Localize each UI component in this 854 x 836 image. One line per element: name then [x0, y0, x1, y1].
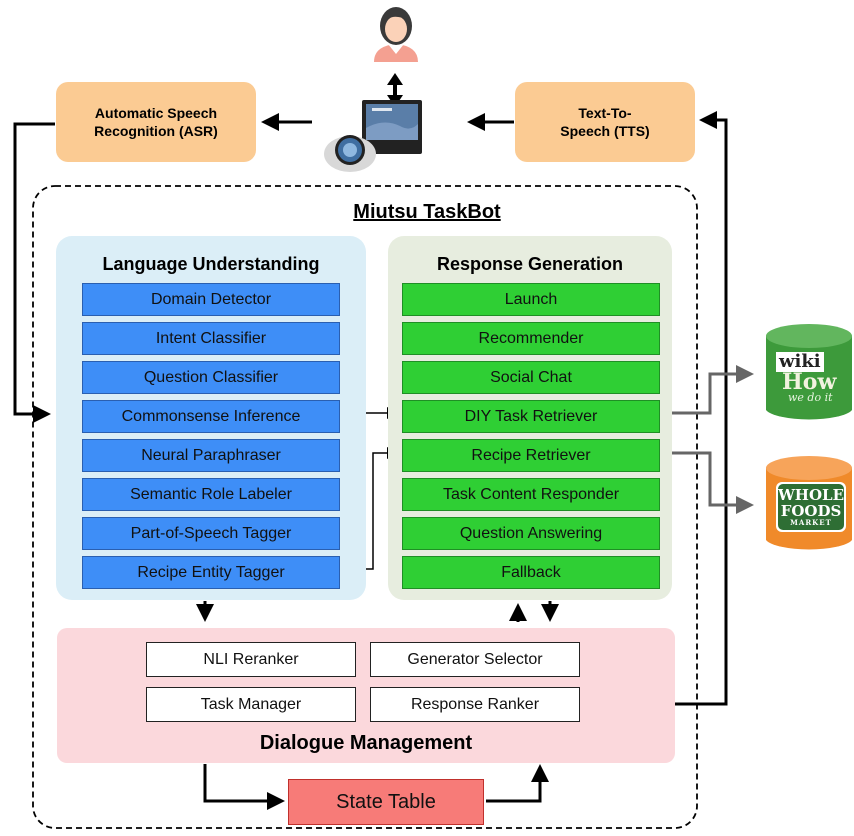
lu-module-box: Neural Paraphraser [82, 439, 340, 472]
rg-module-box: Task Content Responder [402, 478, 660, 511]
wholefoods-arrow [651, 444, 754, 514]
rg-module-box: Fallback [402, 556, 660, 589]
wholefoods-line2: FOODS [780, 502, 842, 520]
tts-line2: Speech (TTS) [560, 123, 650, 139]
response-ranker-box: Response Ranker [370, 687, 580, 722]
dm-title: Dialogue Management [259, 732, 473, 754]
wikihow-how: How [782, 369, 837, 395]
rg-module-box: Launch [402, 283, 660, 316]
wholefoods-line1: WHOLE [777, 486, 845, 504]
asr-line2: Recognition (ASR) [94, 123, 218, 139]
wikihow-tag: we do it [788, 391, 833, 404]
wholefoods-database-icon [766, 456, 852, 550]
wikihow-wiki: wiki [776, 352, 824, 372]
lu-module-box: Question Classifier [82, 361, 340, 394]
lu-title: Language Understanding [102, 254, 320, 274]
task-manager-box: Task Manager [146, 687, 356, 722]
nli-reranker-box: NLI Reranker [146, 642, 356, 677]
tts-line1: Text-To- [578, 105, 632, 121]
wikihow-arrow [651, 365, 754, 422]
rg-module-box: Recipe Retriever [402, 439, 660, 472]
lu-module-box: Intent Classifier [82, 322, 340, 355]
lu-module-box: Commonsense Inference [82, 400, 340, 433]
dm-to-state-arrow [203, 764, 285, 810]
lu-module-box: Recipe Entity Tagger [82, 556, 340, 589]
rg-module-box: DIY Task Retriever [402, 400, 660, 433]
wholefoods-line3: MARKET [790, 518, 832, 527]
asr-to-lu-arrow [13, 122, 55, 423]
lu-module-box: Domain Detector [82, 283, 340, 316]
echo-device-icon [324, 100, 422, 172]
tts-box: Text-To- Speech (TTS) [515, 82, 695, 162]
generator-selector-box: Generator Selector [370, 642, 580, 677]
rg-module-box: Social Chat [402, 361, 660, 394]
state-table-box: State Table [288, 779, 484, 825]
lu-module-box: Part-of-Speech Tagger [82, 517, 340, 550]
rg-module-box: Recommender [402, 322, 660, 355]
taskbot-title: Miutsu TaskBot [353, 201, 501, 223]
state-to-dm-arrow [486, 764, 549, 803]
user-avatar-icon [374, 7, 418, 62]
wholefoods-logo: WHOLE FOODS MARKET [776, 487, 846, 527]
rg-module-box: Question Answering [402, 517, 660, 550]
rg-title: Response Generation [436, 254, 624, 274]
wikihow-logo: wiki How we do it [776, 352, 850, 404]
asr-line1: Automatic Speech [94, 105, 218, 121]
lu-module-box: Semantic Role Labeler [82, 478, 340, 511]
wikihow-database-icon [766, 324, 852, 420]
